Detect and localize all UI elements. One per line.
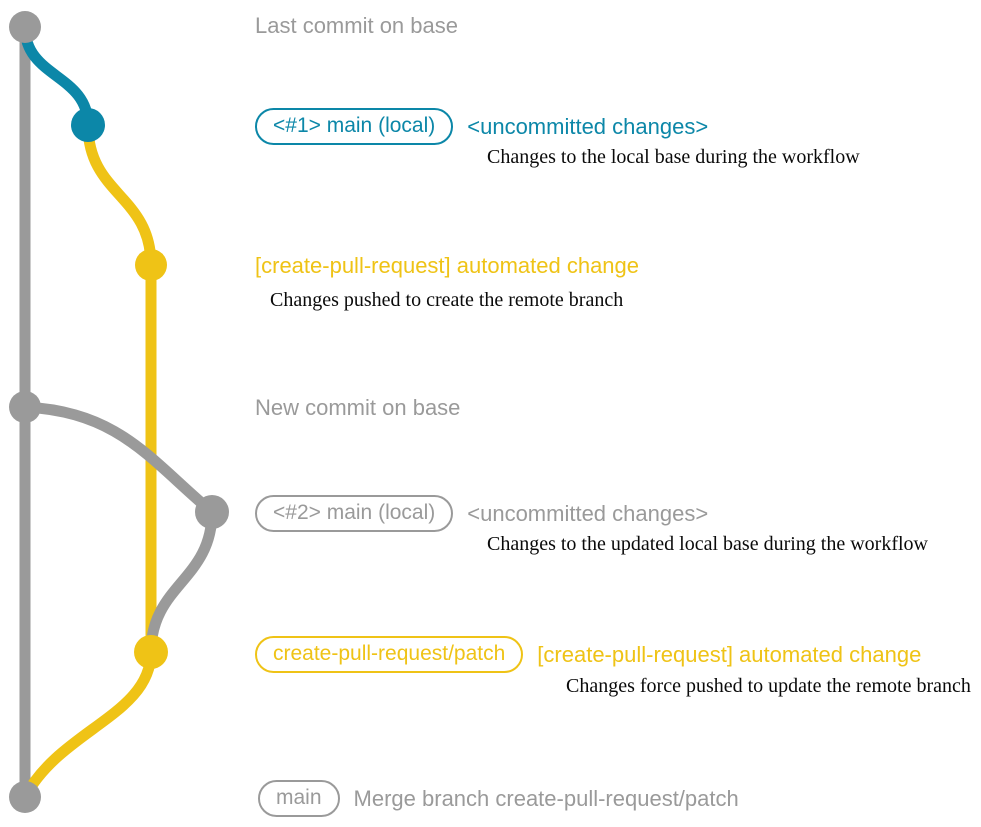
branch-badge-patch[interactable]: create-pull-request/patch (255, 636, 524, 673)
commit-message-local-2: <uncommitted changes> (467, 500, 709, 526)
branch-badge-local-1[interactable]: <#1> main (local) (255, 108, 454, 145)
patch-commit-1-node[interactable] (135, 249, 167, 281)
git-graph-nodes (9, 11, 229, 813)
merge-commit-node[interactable] (9, 781, 41, 813)
commit-note-patch-1: Changes pushed to create the remote bran… (270, 289, 624, 311)
last-commit-on-base-heading: Last commit on base (255, 13, 458, 38)
edge-local-1-to-patch-1 (82, 119, 157, 271)
edge-base-last-to-local-1 (19, 21, 94, 131)
branch-badge-main[interactable]: main (258, 780, 340, 817)
commit-message-merge: Merge branch create-pull-request/patch (353, 785, 739, 811)
patch-commit-2-node[interactable] (134, 635, 168, 669)
edge-base-new-to-local-2 (19, 401, 218, 518)
commit-message-patch-1: [create-pull-request] automated change (255, 253, 640, 278)
local-commit-1-node[interactable] (71, 108, 105, 142)
edge-local-2-to-patch-2 (145, 506, 218, 658)
merge-commit-row: main Merge branch create-pull-request/pa… (258, 780, 739, 817)
new-commit-on-base-heading: New commit on base (255, 395, 461, 420)
local-commit-2-node[interactable] (195, 495, 229, 529)
commit-message-patch-2: [create-pull-request] automated change (537, 641, 922, 667)
new-commit-on-base-node[interactable] (9, 391, 41, 423)
commit-message-local-1: <uncommitted changes> (467, 113, 709, 139)
local-commit-1-row: <#1> main (local) <uncommitted changes> (255, 108, 708, 145)
local-commit-2-row: <#2> main (local) <uncommitted changes> (255, 495, 708, 532)
edge-patch-2-to-merge (19, 646, 157, 803)
commit-note-local-1: Changes to the local base during the wor… (487, 146, 860, 168)
commit-note-patch-2: Changes force pushed to update the remot… (566, 675, 971, 697)
commit-note-local-2: Changes to the updated local base during… (487, 533, 928, 555)
last-commit-on-base-node[interactable] (9, 11, 41, 43)
patch-commit-2-row: create-pull-request/patch [create-pull-r… (255, 636, 921, 673)
branch-badge-local-2[interactable]: <#2> main (local) (255, 495, 454, 532)
